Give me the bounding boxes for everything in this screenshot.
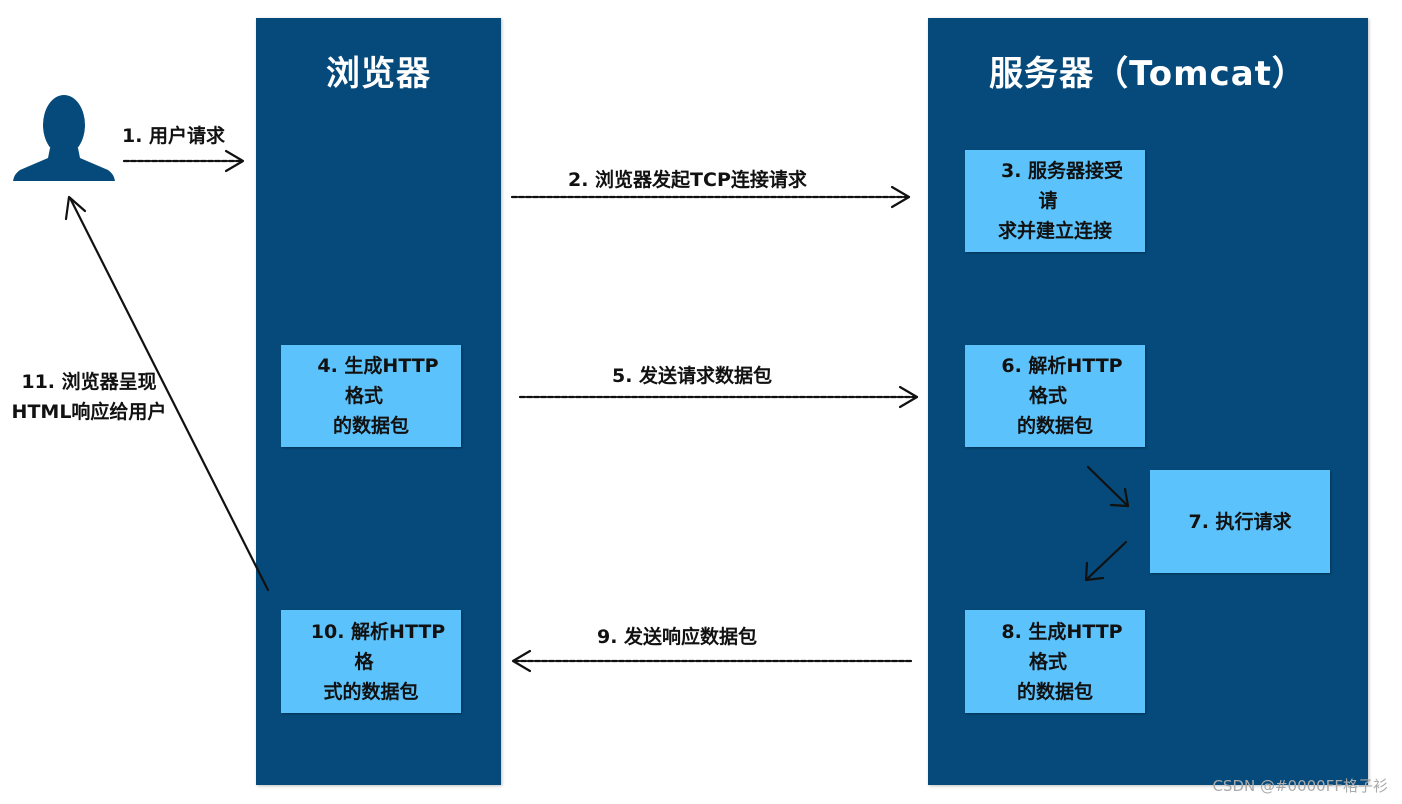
step11-label: 11. 浏览器呈现 HTML响应给用户 xyxy=(0,367,178,427)
step4-line2: 的数据包 xyxy=(332,415,409,437)
step8-line2: 的数据包 xyxy=(1016,680,1093,703)
arrow-step1 xyxy=(122,149,245,173)
step4-line1: 4. 生成HTTP格式 xyxy=(317,355,439,407)
step10-line1: 10. 解析HTTP格 xyxy=(310,620,446,673)
step1-label: 1. 用户请求 xyxy=(122,125,226,147)
step6-line2: 的数据包 xyxy=(1016,415,1093,437)
step2-label: 2. 浏览器发起TCP连接请求 xyxy=(568,169,807,191)
step6-line1: 6. 解析HTTP格式 xyxy=(1001,355,1123,407)
step10-box: 10. 解析HTTP格式的数据包 xyxy=(281,610,461,713)
step3-line1: 3. 服务器接受请 xyxy=(1000,160,1124,212)
step10-line2: 式的数据包 xyxy=(323,680,419,703)
step6-box: 6. 解析HTTP格式的数据包 xyxy=(965,345,1145,447)
step11-line2: HTML响应给用户 xyxy=(11,401,167,423)
step7-box: 7. 执行请求 xyxy=(1150,470,1330,573)
browser-title: 浏览器 xyxy=(326,54,431,94)
step3-line2: 求并建立连接 xyxy=(997,220,1112,242)
watermark: CSDN @#0000FF格子衫 xyxy=(1212,777,1388,795)
step9-label: 9. 发送响应数据包 xyxy=(597,626,758,648)
step8-box: 8. 生成HTTP格式的数据包 xyxy=(965,610,1145,713)
step3-box: 3. 服务器接受请求并建立连接 xyxy=(965,150,1145,252)
step11-line1: 11. 浏览器呈现 xyxy=(21,371,157,393)
step5-label: 5. 发送请求数据包 xyxy=(612,365,773,387)
step4-box: 4. 生成HTTP格式的数据包 xyxy=(281,345,461,447)
step7-label: 7. 执行请求 xyxy=(1188,510,1292,533)
step8-line1: 8. 生成HTTP格式 xyxy=(1001,620,1123,673)
arrow-step9 xyxy=(511,649,913,673)
server-title: 服务器（Tomcat） xyxy=(989,54,1307,94)
